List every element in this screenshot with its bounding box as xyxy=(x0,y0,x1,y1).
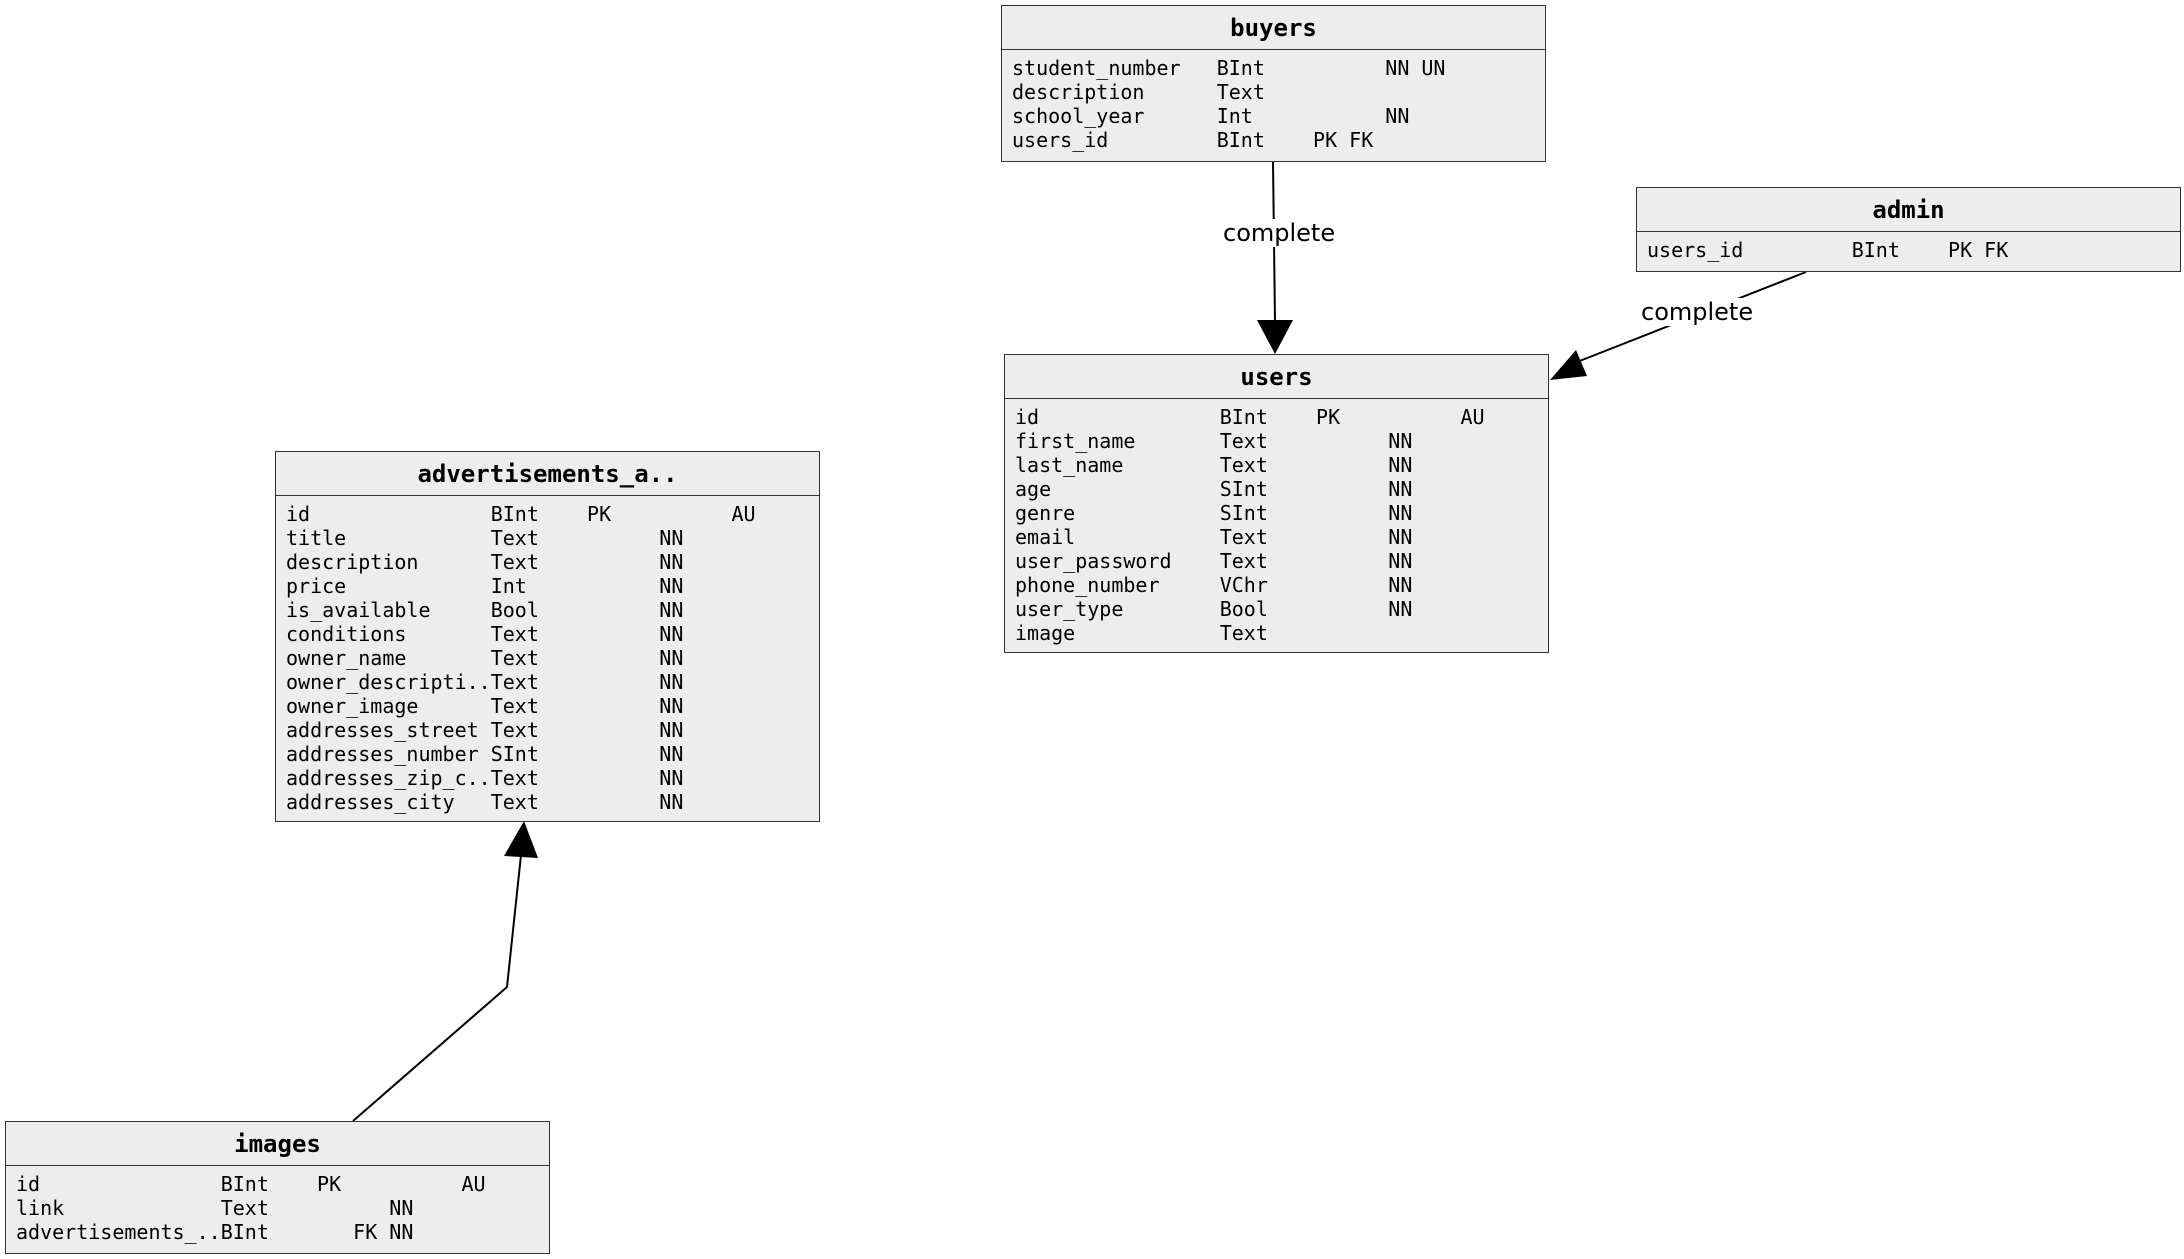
entity-admin[interactable]: admin users_id BInt PK FK xyxy=(1636,187,2181,272)
column-row: id BInt PK AU xyxy=(16,1172,486,1196)
column-row: description Text xyxy=(1012,80,1265,104)
arrowhead-users-right xyxy=(1550,350,1587,380)
column-row: student_number BInt NN UN xyxy=(1012,56,1446,80)
column-row: advertisements_..BInt FK NN xyxy=(16,1220,414,1244)
entity-title: buyers xyxy=(1002,6,1545,50)
column-row: addresses_number SInt NN xyxy=(286,742,684,766)
entity-columns: id BInt PK AU title Text NN description … xyxy=(276,496,819,814)
edge-label-buyers-users: complete xyxy=(1221,219,1338,247)
column-row: genre SInt NN xyxy=(1015,501,1413,525)
entity-title: users xyxy=(1005,355,1548,399)
column-row: addresses_zip_c..Text NN xyxy=(286,766,684,790)
column-row: title Text NN xyxy=(286,526,684,550)
column-row: phone_number VChr NN xyxy=(1015,573,1413,597)
edge-label-admin-users: complete xyxy=(1639,298,1756,326)
entity-columns: student_number BInt NN UN description Te… xyxy=(1002,50,1545,152)
column-row: owner_name Text NN xyxy=(286,646,684,670)
column-row: age SInt NN xyxy=(1015,477,1413,501)
column-row: image Text xyxy=(1015,621,1268,645)
entity-title: admin xyxy=(1637,188,2180,232)
column-row: users_id BInt PK FK xyxy=(1012,128,1374,152)
column-row: last_name Text NN xyxy=(1015,453,1413,477)
column-row: users_id BInt PK FK xyxy=(1647,238,2009,262)
column-row: addresses_street Text NN xyxy=(286,718,684,742)
column-row: is_available Bool NN xyxy=(286,598,684,622)
column-row: first_name Text NN xyxy=(1015,429,1413,453)
column-row: description Text NN xyxy=(286,550,684,574)
arrowhead-advertisements-bottom xyxy=(504,821,538,858)
column-row: owner_image Text NN xyxy=(286,694,684,718)
column-row: price Int NN xyxy=(286,574,684,598)
column-row: school_year Int NN xyxy=(1012,104,1410,128)
edge-images-advertisements xyxy=(352,854,522,1122)
entity-title: advertisements_a.. xyxy=(276,452,819,496)
entity-users[interactable]: users id BInt PK AU first_name Text NN l… xyxy=(1004,354,1549,653)
column-row: id BInt PK AU xyxy=(286,502,756,526)
entity-title: images xyxy=(6,1122,549,1166)
column-row: user_type Bool NN xyxy=(1015,597,1413,621)
column-row: owner_descripti..Text NN xyxy=(286,670,684,694)
column-row: conditions Text NN xyxy=(286,622,684,646)
column-row: link Text NN xyxy=(16,1196,414,1220)
column-row: addresses_city Text NN xyxy=(286,790,684,814)
entity-buyers[interactable]: buyers student_number BInt NN UN descrip… xyxy=(1001,5,1546,162)
entity-columns: users_id BInt PK FK xyxy=(1637,232,2180,262)
column-row: user_password Text NN xyxy=(1015,549,1413,573)
entity-columns: id BInt PK AU first_name Text NN last_na… xyxy=(1005,399,1548,645)
entity-columns: id BInt PK AU link Text NN advertisement… xyxy=(6,1166,549,1244)
entity-advertisements[interactable]: advertisements_a.. id BInt PK AU title T… xyxy=(275,451,820,822)
column-row: id BInt PK AU xyxy=(1015,405,1485,429)
column-row: email Text NN xyxy=(1015,525,1413,549)
entity-images[interactable]: images id BInt PK AU link Text NN advert… xyxy=(5,1121,550,1254)
arrowhead-users-top xyxy=(1257,320,1293,354)
